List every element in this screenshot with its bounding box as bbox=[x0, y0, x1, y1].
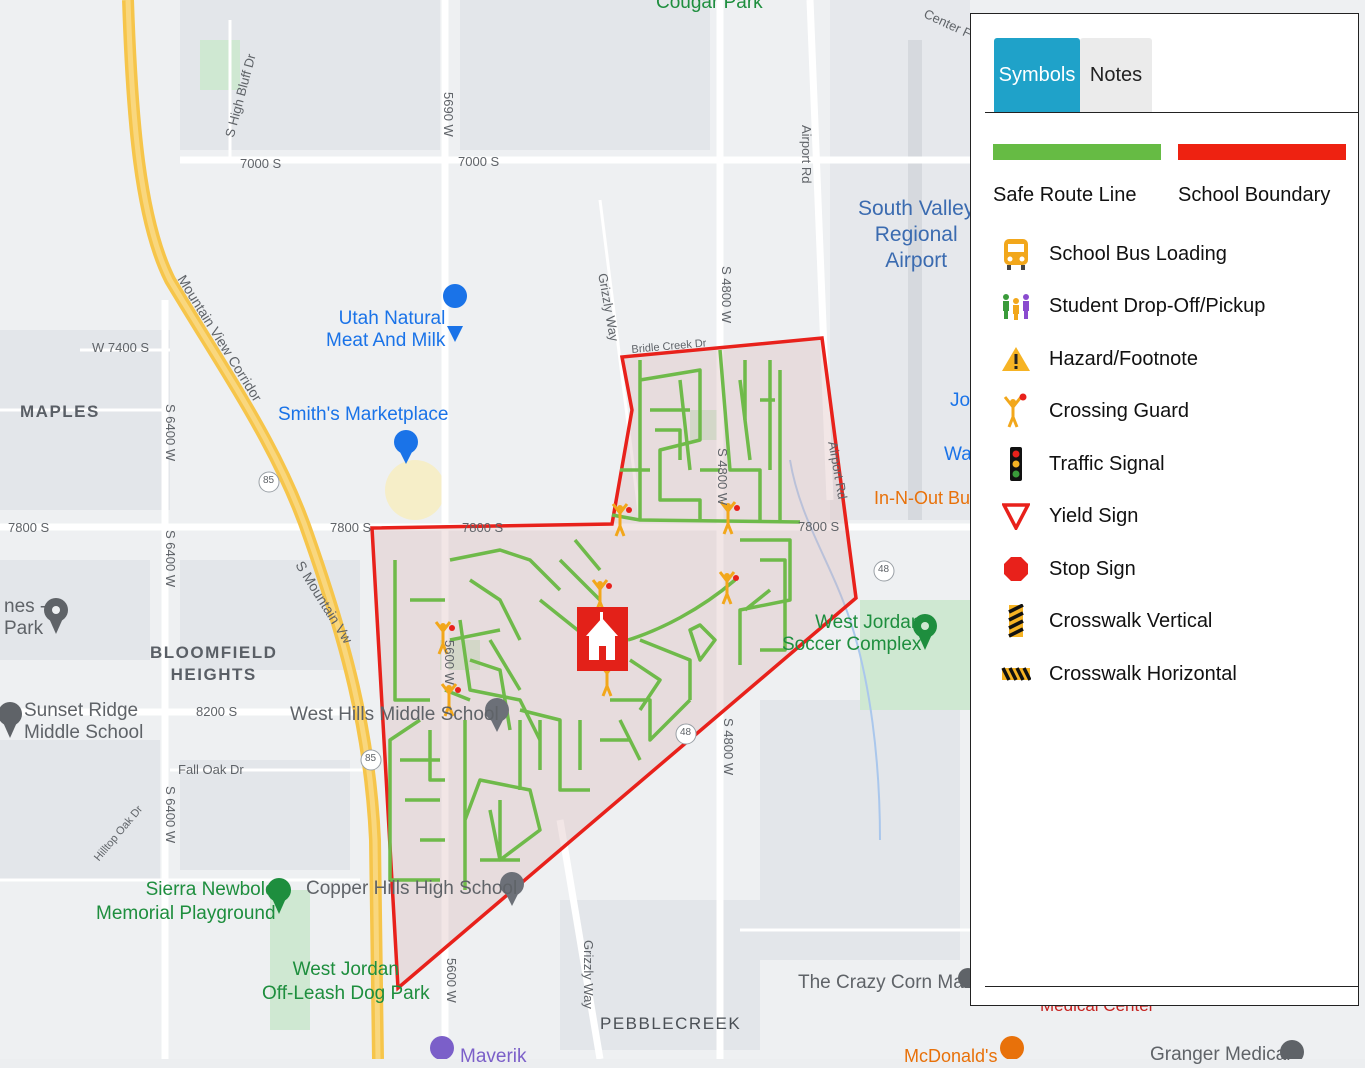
map-label-7000s-a: 7000 S bbox=[240, 156, 282, 171]
map-label-west-jordan-soccer: West Jordan Soccer Complex bbox=[782, 612, 922, 655]
map-label-7800s-a: 7800 S bbox=[8, 520, 50, 535]
school-boundary-swatch bbox=[1178, 144, 1346, 160]
legend-label: Crossing Guard bbox=[1049, 399, 1190, 422]
map-label-grizzly-bot: Grizzly Way bbox=[581, 940, 596, 1009]
map-label-6400w-c: S 6400 W bbox=[163, 786, 178, 844]
legend-label: Traffic Signal bbox=[1049, 452, 1165, 475]
map-label-7800s-b: 7800 S bbox=[330, 520, 372, 535]
school-marker[interactable] bbox=[577, 607, 628, 671]
legend-label: Student Drop-Off/Pickup bbox=[1049, 294, 1266, 317]
crosswalk-horizontal-icon bbox=[999, 657, 1033, 691]
map-label-5600w-top: 5600 W bbox=[442, 640, 457, 685]
yield-sign-icon bbox=[999, 499, 1033, 533]
map-label-4800w-top: S 4800 W bbox=[719, 266, 734, 324]
legend-item-crosswalk-vertical: Crosswalk Vertical bbox=[999, 601, 1212, 641]
safe-route-swatch bbox=[993, 144, 1161, 160]
map-label-7800s-d: 7800 S bbox=[798, 519, 840, 534]
map-label-crazy-corn: The Crazy Corn Maze bbox=[798, 972, 984, 993]
legend-bottom-divider bbox=[985, 986, 1358, 987]
map-label-wa: Wa bbox=[944, 444, 972, 465]
map-label-r85-a: 85 bbox=[263, 475, 275, 486]
map-label-sunset-ridge: Sunset Ridge Middle School bbox=[24, 700, 144, 743]
legend-item-traffic-signal: Traffic Signal bbox=[999, 444, 1165, 484]
map-label-6400w-a: S 6400 W bbox=[163, 404, 178, 462]
map-label-nes-park: nes - Park bbox=[4, 596, 47, 639]
map-label-maples: MAPLES bbox=[20, 402, 100, 421]
legend-label: Crosswalk Vertical bbox=[1049, 609, 1213, 632]
map-label-4800w-bot: S 4800 W bbox=[721, 718, 736, 776]
map-label-bloomfield: BLOOMFIELD HEIGHTS bbox=[150, 643, 278, 684]
legend-item-stop: Stop Sign bbox=[999, 549, 1136, 589]
route-shields bbox=[258, 471, 895, 771]
map-label-r85-b: 85 bbox=[365, 753, 377, 764]
legend-label: Yield Sign bbox=[1049, 504, 1139, 527]
map-label-airport: South Valley Regional Airport bbox=[858, 197, 975, 272]
map-label-in-n-out: In-N-Out Bur bbox=[874, 488, 977, 508]
map-label-granger: Granger Medical bbox=[1150, 1044, 1291, 1065]
legend-item-hazard: Hazard/Footnote bbox=[999, 339, 1198, 379]
map-label-cougar-park: Cougar Park bbox=[656, 0, 763, 13]
map-label-utah-natural: Utah Natural Meat And Milk bbox=[326, 308, 446, 351]
tab-divider bbox=[985, 112, 1358, 113]
stop-sign-icon bbox=[999, 552, 1033, 586]
hazard-icon bbox=[999, 342, 1033, 376]
map-label-jo: Jo bbox=[950, 390, 971, 411]
legend-label: Crosswalk Horizontal bbox=[1049, 662, 1237, 685]
legend-label: Hazard/Footnote bbox=[1049, 347, 1198, 370]
map-label-5600w: 5600 W bbox=[444, 958, 459, 1003]
legend-item-crossing-guard: Crossing Guard bbox=[999, 391, 1189, 431]
map-label-r48-b: 48 bbox=[680, 727, 692, 738]
traffic-signal-icon bbox=[999, 447, 1033, 481]
legend-item-student-dropoff: Student Drop-Off/Pickup bbox=[999, 286, 1265, 326]
school-bus-icon bbox=[999, 237, 1033, 271]
map-label-sierra: Sierra Newbold Memorial Playground bbox=[96, 879, 276, 924]
map-label-west-jordan-dog: West Jordan Off-Leash Dog Park bbox=[262, 959, 430, 1004]
legend-item-yield: Yield Sign bbox=[999, 496, 1138, 536]
map-label-copper-hills: Copper Hills High School bbox=[306, 878, 518, 899]
tab-symbols[interactable]: Symbols bbox=[994, 38, 1080, 112]
map-label-fall-oak: Fall Oak Dr bbox=[178, 762, 244, 777]
school-boundary-label: School Boundary bbox=[1178, 184, 1331, 206]
safe-route-label: Safe Route Line bbox=[993, 184, 1137, 206]
map-label-8200s: 8200 S bbox=[196, 704, 238, 719]
map-label-7000s-b: 7000 S bbox=[458, 154, 500, 169]
map-label-4800w-mid: S 4800 W bbox=[715, 448, 730, 506]
map-label-pebblecreek: PEBBLECREEK bbox=[600, 1014, 742, 1033]
map-label-mcdonalds: McDonald's bbox=[904, 1046, 998, 1066]
map-label-w7400s: W 7400 S bbox=[92, 340, 150, 355]
map-label-maverik: Maverik bbox=[460, 1046, 527, 1067]
tab-notes[interactable]: Notes bbox=[1080, 38, 1152, 112]
map-label-airport-rd: Airport Rd bbox=[799, 125, 814, 184]
map-label-7800s-c: 7800 S bbox=[462, 520, 504, 535]
map-label-smiths: Smith's Marketplace bbox=[278, 404, 449, 425]
map-label-6400w-b: S 6400 W bbox=[163, 530, 178, 588]
map-label-5690w: 5690 W bbox=[441, 92, 456, 137]
legend-item-school-bus: School Bus Loading bbox=[999, 234, 1227, 274]
legend-item-crosswalk-horizontal: Crosswalk Horizontal bbox=[999, 654, 1237, 694]
poi-pins bbox=[0, 284, 1304, 1064]
map-label-r48: 48 bbox=[878, 564, 890, 575]
legend-label: School Bus Loading bbox=[1049, 242, 1227, 265]
students-icon bbox=[999, 289, 1033, 323]
legend-panel: Symbols Notes Safe Route Line School Bou… bbox=[970, 13, 1359, 1006]
crosswalk-vertical-icon bbox=[999, 604, 1033, 638]
crossing-guard-icon bbox=[999, 393, 1033, 428]
legend-label: Stop Sign bbox=[1049, 557, 1136, 580]
map-label-west-hills: West Hills Middle School bbox=[290, 704, 499, 725]
